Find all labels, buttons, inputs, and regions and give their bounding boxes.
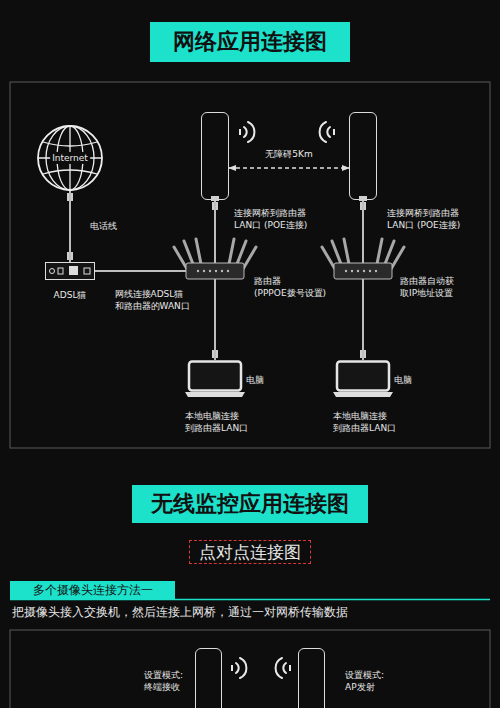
- node-text: 路由器自动获 取IP地址设置: [400, 275, 462, 299]
- wifi-dot: [231, 129, 335, 671]
- cable-line: [362, 200, 364, 263]
- edge-label: 电话线: [90, 220, 117, 232]
- subtitle-box: 点对点连接图: [189, 540, 311, 564]
- node-text: 多个摄像头连接方法一: [33, 582, 153, 598]
- node-text: 本地电脑连接 到路由器LAN口: [333, 410, 405, 434]
- node-text: 电脑: [394, 374, 424, 386]
- title-text: 网络应用连接图: [173, 27, 327, 57]
- node-text: 无线监控应用连接图: [151, 489, 349, 519]
- node-text: 连接网桥到路由器 LAN口 (POE连接): [234, 207, 318, 231]
- section-banner: 无线监控应用连接图: [132, 485, 368, 523]
- node-text: 本地电脑连接 到路由器LAN口: [185, 410, 257, 434]
- laptop-shape: [185, 360, 245, 398]
- laptop: 电脑本地电脑连接 到路由器LAN口: [333, 360, 393, 398]
- adsl-modem-shape: [45, 262, 95, 280]
- panel-frame: [10, 630, 490, 708]
- node-text: Internet: [50, 152, 90, 164]
- edge-label: 无障碍5Km: [263, 148, 314, 160]
- cable-line: [69, 191, 71, 262]
- node-text: ADSL猫: [40, 289, 100, 301]
- wifi-icon: [236, 122, 330, 678]
- wireless-bridge: 连接网桥到路由器 LAN口 (POE连接): [201, 112, 229, 200]
- node-text: 设置模式: AP发射: [345, 669, 391, 693]
- router-shape: [186, 263, 244, 279]
- router: 路由器 (PPPOE拨号设置): [186, 263, 244, 279]
- node-text: 电脑: [246, 374, 276, 386]
- node-text: 路由器 (PPPOE拨号设置): [254, 275, 334, 299]
- node-text: 连接网桥到路由器 LAN口 (POE连接): [387, 207, 471, 231]
- cable-line: [214, 279, 216, 360]
- cable-plug: [67, 193, 366, 358]
- adsl-modem: ADSL猫: [45, 262, 95, 280]
- title-banner: 网络应用连接图: [150, 22, 350, 62]
- method-tab: 多个摄像头连接方法一: [10, 581, 175, 599]
- router: 路由器自动获 取IP地址设置: [334, 263, 392, 279]
- laptop-shape: [333, 360, 393, 398]
- wireless-bridge: 设置模式: 终端接收: [195, 648, 222, 708]
- wireless-link-arrow: [229, 167, 349, 169]
- cable-line: [214, 200, 216, 263]
- laptop: 电脑本地电脑连接 到路由器LAN口: [185, 360, 245, 398]
- cable-line: [362, 279, 364, 360]
- wireless-bridge: 连接网桥到路由器 LAN口 (POE连接): [349, 112, 377, 200]
- description-text: 把摄像头接入交换机，然后连接上网桥，通过一对网桥传输数据: [12, 604, 348, 620]
- panel-frame: [10, 82, 490, 448]
- edge-label: 网线连接ADSL猫 和路由器的WAN口: [115, 288, 197, 312]
- router-shape: [334, 263, 392, 279]
- internet-globe: Internet: [37, 125, 103, 191]
- node-text: 点对点连接图: [199, 541, 301, 564]
- wireless-bridge: 设置模式: AP发射: [298, 648, 325, 708]
- bridge-port: [202, 197, 230, 203]
- cable-line: [95, 270, 186, 272]
- bridge-port: [350, 197, 378, 203]
- node-text: 设置模式: 终端接收: [144, 669, 190, 693]
